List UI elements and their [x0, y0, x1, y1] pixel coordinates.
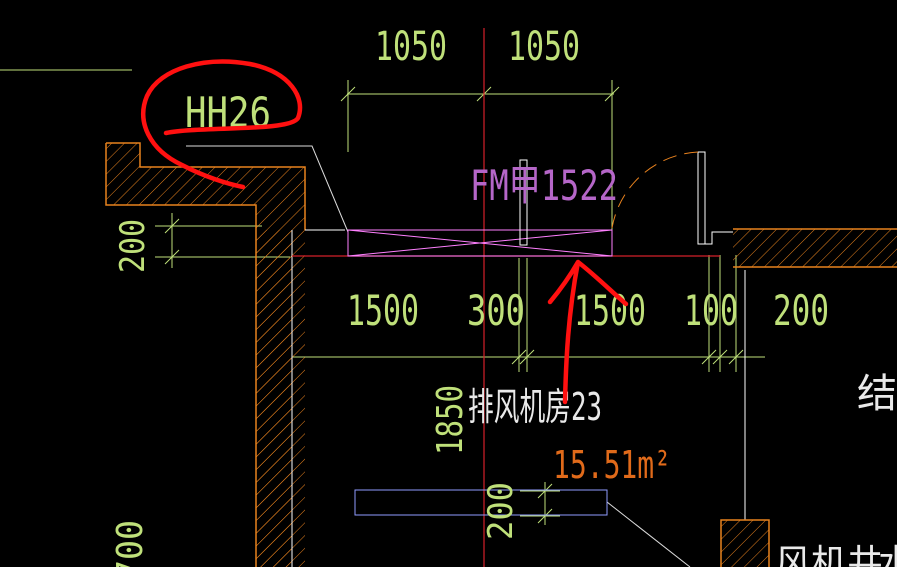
- dim-left-vertical-label: 200: [113, 219, 153, 273]
- hatched-walls: [106, 143, 897, 567]
- window-box: [354, 489, 608, 516]
- dim-row-5-label: 200: [773, 286, 829, 335]
- reference-lines: [0, 69, 765, 525]
- dim-top-right-label: 1050: [508, 24, 580, 70]
- text-bottom-right-extra-label: 水: [878, 543, 897, 567]
- dim-row-3-label: 1500: [574, 286, 646, 335]
- leader-lines: [186, 145, 691, 567]
- wall-outlines: [105, 142, 897, 567]
- dim-room-vertical-label: 1850: [430, 385, 471, 455]
- dim-bottom-vertical-label: 200: [481, 482, 521, 540]
- room-name-label: 排风机房23: [468, 385, 602, 429]
- dim-top-left-label: 1050: [375, 24, 447, 70]
- text-bottom-right-label: 风机井: [775, 543, 883, 567]
- room-area-label: 15.51m²: [553, 443, 671, 487]
- dim-bottom-left-vertical-label: 700: [110, 520, 151, 567]
- dim-row-2-label: 300: [467, 286, 525, 335]
- dim-row-4-label: 100: [684, 286, 738, 335]
- text-right-edge-label: 结构: [857, 371, 897, 417]
- hand-drawn-arrow: [547, 259, 629, 405]
- dim-row-1-label: 1500: [347, 286, 419, 335]
- door-swing-arc: [611, 151, 699, 229]
- door-opening: [347, 151, 733, 257]
- door-tag-label: FM甲1522: [470, 161, 618, 210]
- hand-drawn-markup: [141, 59, 629, 405]
- hand-drawn-circle: [141, 59, 303, 190]
